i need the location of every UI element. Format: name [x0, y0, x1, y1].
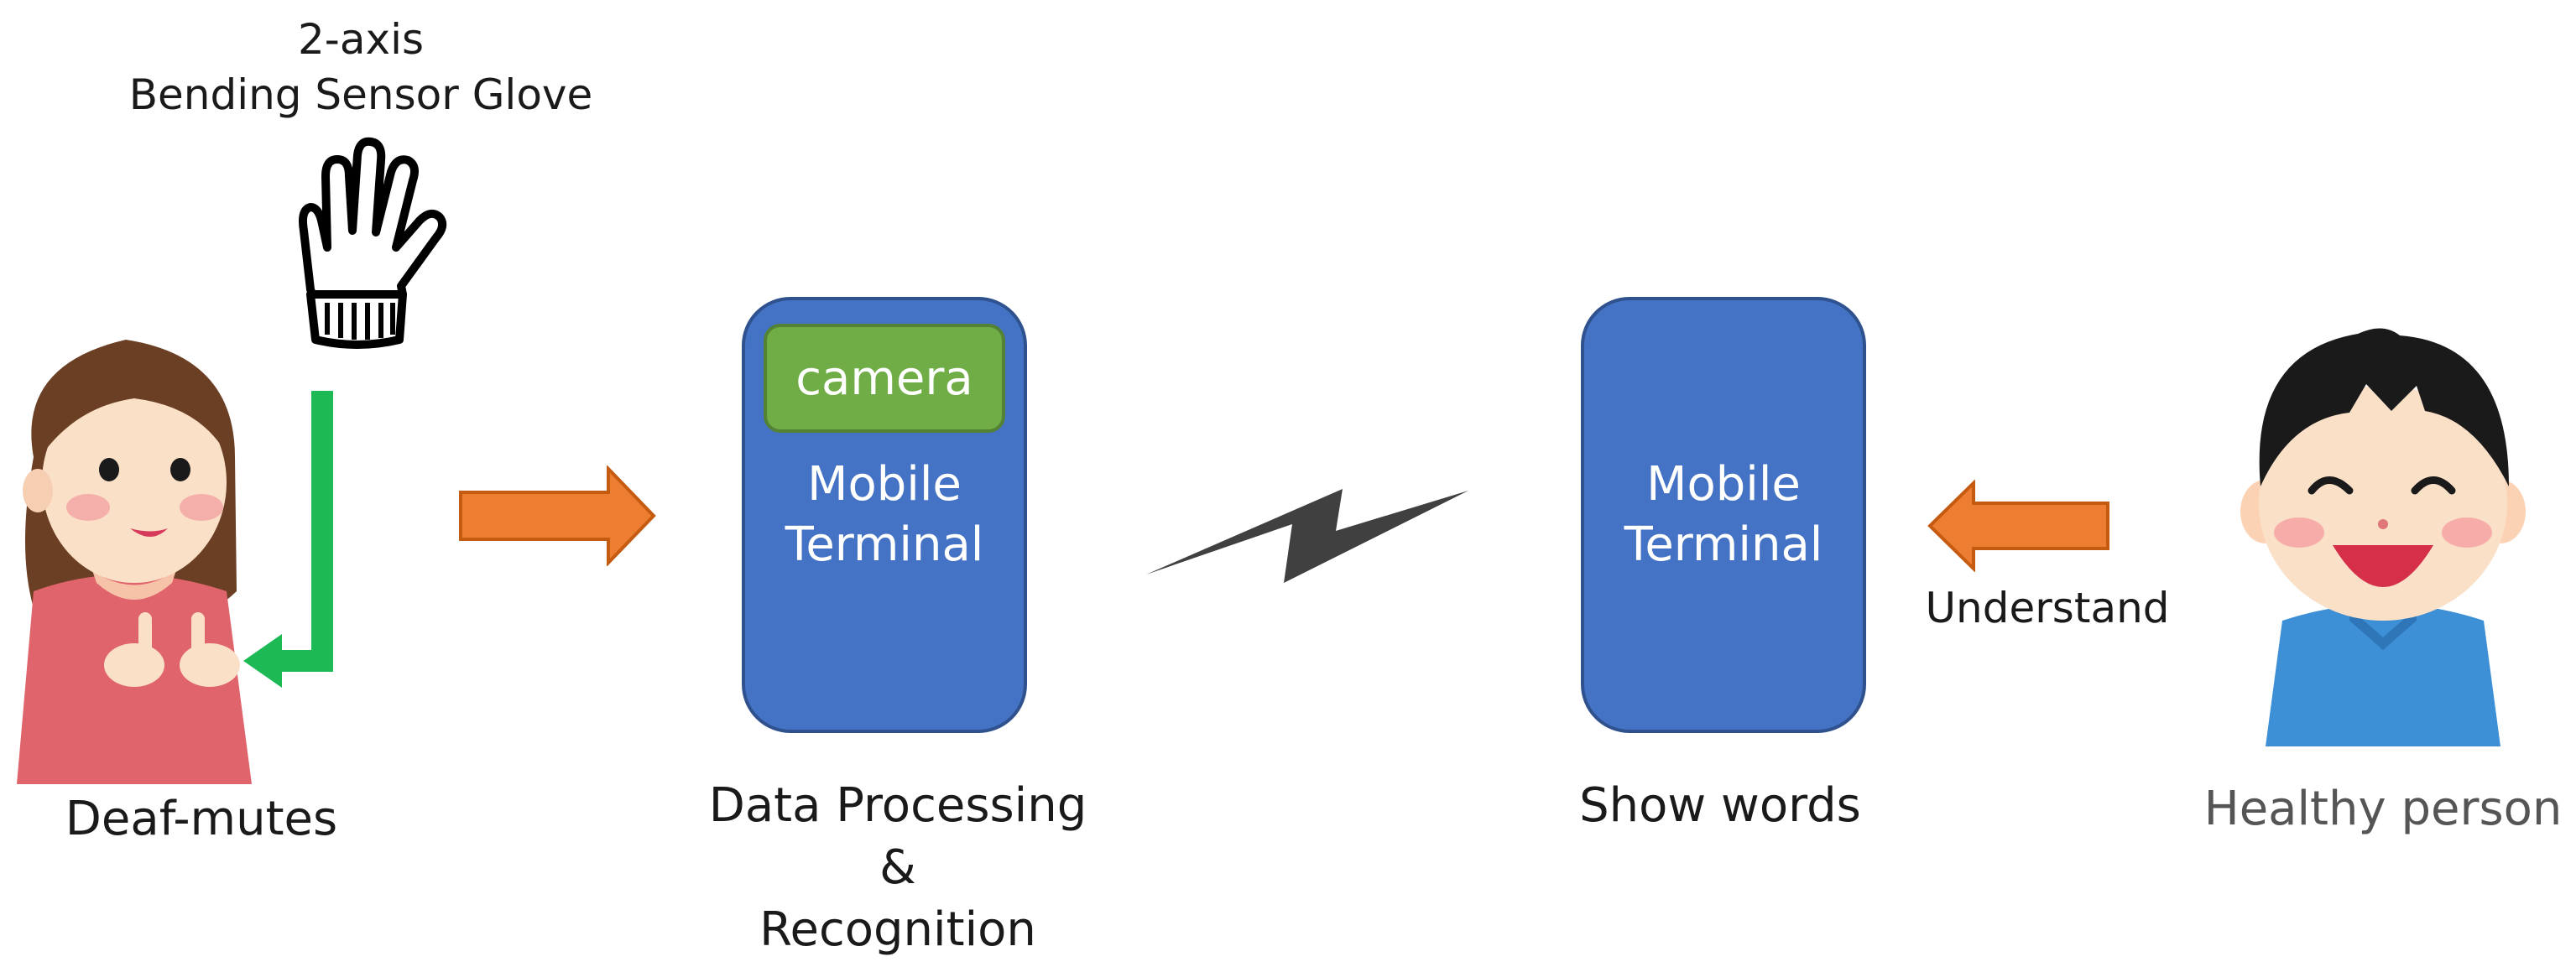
- glove-title: 2-axis Bending Sensor Glove: [101, 12, 621, 122]
- understand-label: Understand: [1925, 584, 2170, 632]
- mobile-terminal-right-label: Mobile Terminal: [1584, 455, 1863, 575]
- processing-line3: Recognition: [759, 902, 1036, 957]
- input-arrow: [459, 465, 656, 566]
- smiling-boy-icon: [2240, 328, 2526, 746]
- processing-line1: Data Processing: [708, 778, 1087, 833]
- processing-label: Data Processing & Recognition: [663, 775, 1133, 961]
- mobile-terminal-left: camera Mobile Terminal: [742, 297, 1027, 733]
- healthy-person-label: Healthy person: [2203, 782, 2563, 836]
- camera-box: camera: [764, 324, 1005, 433]
- glove-title-line1: 2-axis: [297, 15, 425, 64]
- mobile-terminal-right-line2: Terminal: [1624, 517, 1823, 572]
- glove-to-hands-arrow: [243, 391, 333, 688]
- mobile-terminal-right-line1: Mobile: [1646, 457, 1801, 512]
- signing-woman-icon: [17, 340, 252, 784]
- deaf-mutes-label: Deaf-mutes: [65, 792, 338, 846]
- mobile-terminal-right: Mobile Terminal: [1581, 297, 1866, 733]
- processing-line2: &: [879, 840, 916, 895]
- glove-icon: [299, 137, 447, 349]
- show-words-label: Show words: [1579, 778, 1861, 833]
- mobile-terminal-left-line2: Terminal: [785, 517, 984, 572]
- mobile-terminal-left-line1: Mobile: [807, 457, 962, 512]
- lightning-bolt-icon: [1146, 489, 1468, 583]
- understand-arrow: [1927, 480, 2109, 572]
- mobile-terminal-left-label: Mobile Terminal: [745, 455, 1024, 575]
- glove-title-line2: Bending Sensor Glove: [128, 70, 593, 119]
